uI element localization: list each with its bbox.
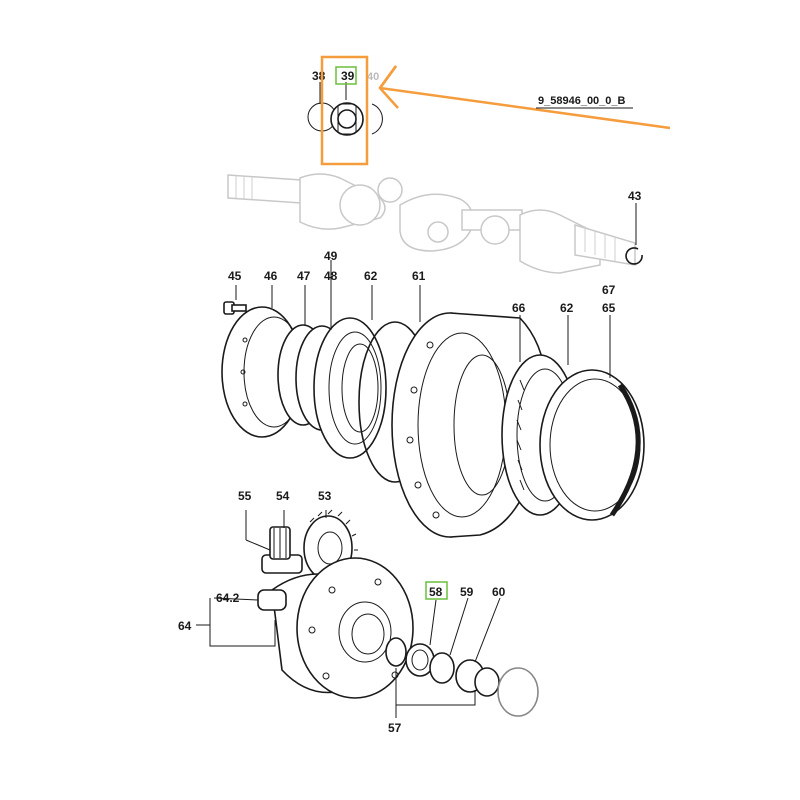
label-66: 66	[512, 301, 526, 315]
label-47: 47	[297, 269, 311, 283]
planet-carrier-64[interactable]	[257, 557, 414, 699]
label-39[interactable]: 39	[341, 69, 355, 83]
label-57: 57	[388, 721, 402, 735]
label-48: 48	[324, 269, 338, 283]
bearing-62-left[interactable]	[313, 317, 387, 459]
circlip-43[interactable]	[625, 247, 643, 265]
drive-shaft-ghost	[227, 173, 636, 274]
ring-59[interactable]	[429, 652, 455, 684]
label-45: 45	[228, 269, 242, 283]
label-64: 64	[178, 619, 192, 633]
label-62-left: 62	[364, 269, 378, 283]
reference-code: 9_58946_00_0_B	[538, 95, 626, 107]
highlight-box-39	[320, 55, 369, 166]
highlight-arrow	[378, 65, 671, 130]
hotspot-58[interactable]	[425, 581, 448, 600]
cap-60[interactable]	[455, 659, 539, 717]
part-group-39[interactable]	[307, 82, 383, 136]
label-60: 60	[492, 585, 506, 599]
label-38: 38	[312, 69, 326, 83]
ring-57-left[interactable]	[385, 637, 407, 667]
label-54: 54	[276, 489, 290, 503]
seal-65[interactable]	[539, 369, 645, 521]
label-64-2: 64.2	[216, 591, 240, 605]
bolt-45[interactable]	[223, 301, 247, 315]
label-46: 46	[264, 269, 278, 283]
label-40: 40	[367, 71, 379, 83]
label-67: 67	[602, 283, 616, 297]
label-62-right: 62	[560, 301, 574, 315]
label-61: 61	[412, 269, 426, 283]
label-55: 55	[238, 489, 252, 503]
hotspot-39[interactable]	[335, 66, 357, 85]
label-58[interactable]: 58	[429, 585, 443, 599]
label-65: 65	[602, 301, 616, 315]
label-53: 53	[318, 489, 332, 503]
reference-code-box: 9_58946_00_0_B	[536, 95, 633, 109]
label-43: 43	[628, 189, 642, 203]
label-59: 59	[460, 585, 474, 599]
label-49: 49	[324, 249, 338, 263]
pinion-shaft-55[interactable]	[261, 526, 303, 574]
